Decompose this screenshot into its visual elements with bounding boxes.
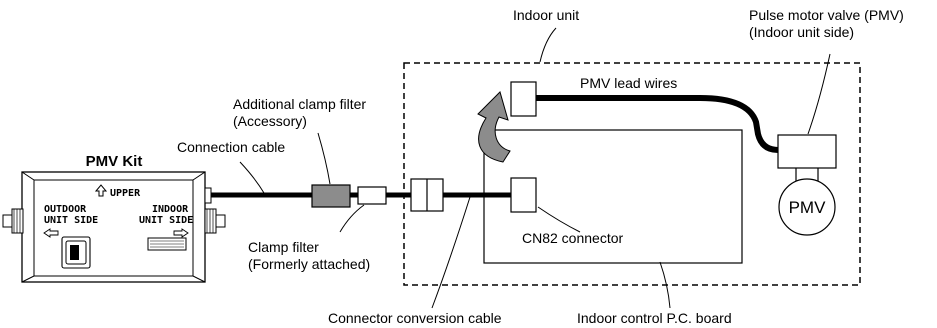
- pmv-lead-connector: [510, 81, 537, 117]
- pmv-lead-wires-label: PMV lead wires: [580, 75, 677, 91]
- clamp-filter: [357, 186, 387, 205]
- leader-additional-clamp: [317, 132, 331, 185]
- right-pipe-fitting: [204, 208, 226, 234]
- indoor-right-arrow-icon: [173, 228, 189, 238]
- leader-pcb: [659, 261, 671, 309]
- leader-clamp-filter: [339, 204, 365, 233]
- cn82-label: CN82 connector: [522, 230, 624, 246]
- indoor-pcb-label: Indoor control P.C. board: [577, 310, 732, 326]
- pmv-kit-outdoor-line1: OUTDOOR: [44, 204, 87, 215]
- pmv-kit-outdoor-line2: UNIT SIDE: [44, 215, 98, 226]
- pmv-kit-inner-panel: [33, 179, 194, 277]
- leader-cn82: [537, 206, 581, 233]
- pmv-lead-wire: [536, 95, 790, 153]
- pmv-kit-upper-label: UPPER: [110, 188, 141, 199]
- upper-arrow-icon: [94, 184, 108, 197]
- outdoor-left-arrow-icon: [43, 228, 59, 238]
- pmv-kit-box: [21, 171, 206, 283]
- kit-cable-gland: [204, 187, 212, 204]
- leader-conversion-cable: [431, 196, 471, 309]
- additional-clamp-filter: [311, 184, 351, 208]
- left-pipe-fitting: [2, 208, 24, 234]
- pmv-label-line2: (Indoor unit side): [749, 24, 854, 40]
- outdoor-socket-pin: [70, 245, 79, 260]
- pmv-kit-edge-right-top: [192, 171, 206, 181]
- reconnect-arrow: [477, 91, 511, 163]
- pmv-circle: [778, 178, 836, 236]
- cn82-connector: [510, 177, 537, 213]
- pmv-kit-indoor-line2: UNIT SIDE: [139, 215, 193, 226]
- pmv-symbol-text: PMV: [789, 198, 827, 217]
- leader-pmv: [807, 53, 831, 135]
- clamp-filter-line2: (Formerly attached): [248, 256, 370, 272]
- pmv-kit-edge-top: [21, 171, 35, 181]
- clamp-filter-line1: Clamp filter: [248, 239, 319, 255]
- pmv-kit-edge-bottom: [21, 275, 35, 283]
- additional-clamp-filter-line1: Additional clamp filter: [233, 96, 366, 112]
- connector-conversion-cable-label: Connector conversion cable: [328, 310, 502, 326]
- indoor-unit-boundary: [403, 62, 861, 286]
- connection-cable-label: Connection cable: [177, 139, 285, 155]
- pmv-kit-indoor-line1: INDOOR: [152, 204, 189, 215]
- pmv-kit-edge-right-bottom: [192, 275, 206, 283]
- leader-connection-cable: [239, 161, 265, 194]
- indoor-unit-label: Indoor unit: [513, 7, 579, 23]
- pmv-valve-body: [777, 134, 837, 169]
- pmv-kit-title: PMV Kit: [86, 153, 143, 170]
- leader-indoor-unit: [539, 27, 557, 63]
- pmv-label-line1: Pulse motor valve (PMV): [749, 7, 904, 23]
- additional-clamp-filter-line2: (Accessory): [233, 113, 307, 129]
